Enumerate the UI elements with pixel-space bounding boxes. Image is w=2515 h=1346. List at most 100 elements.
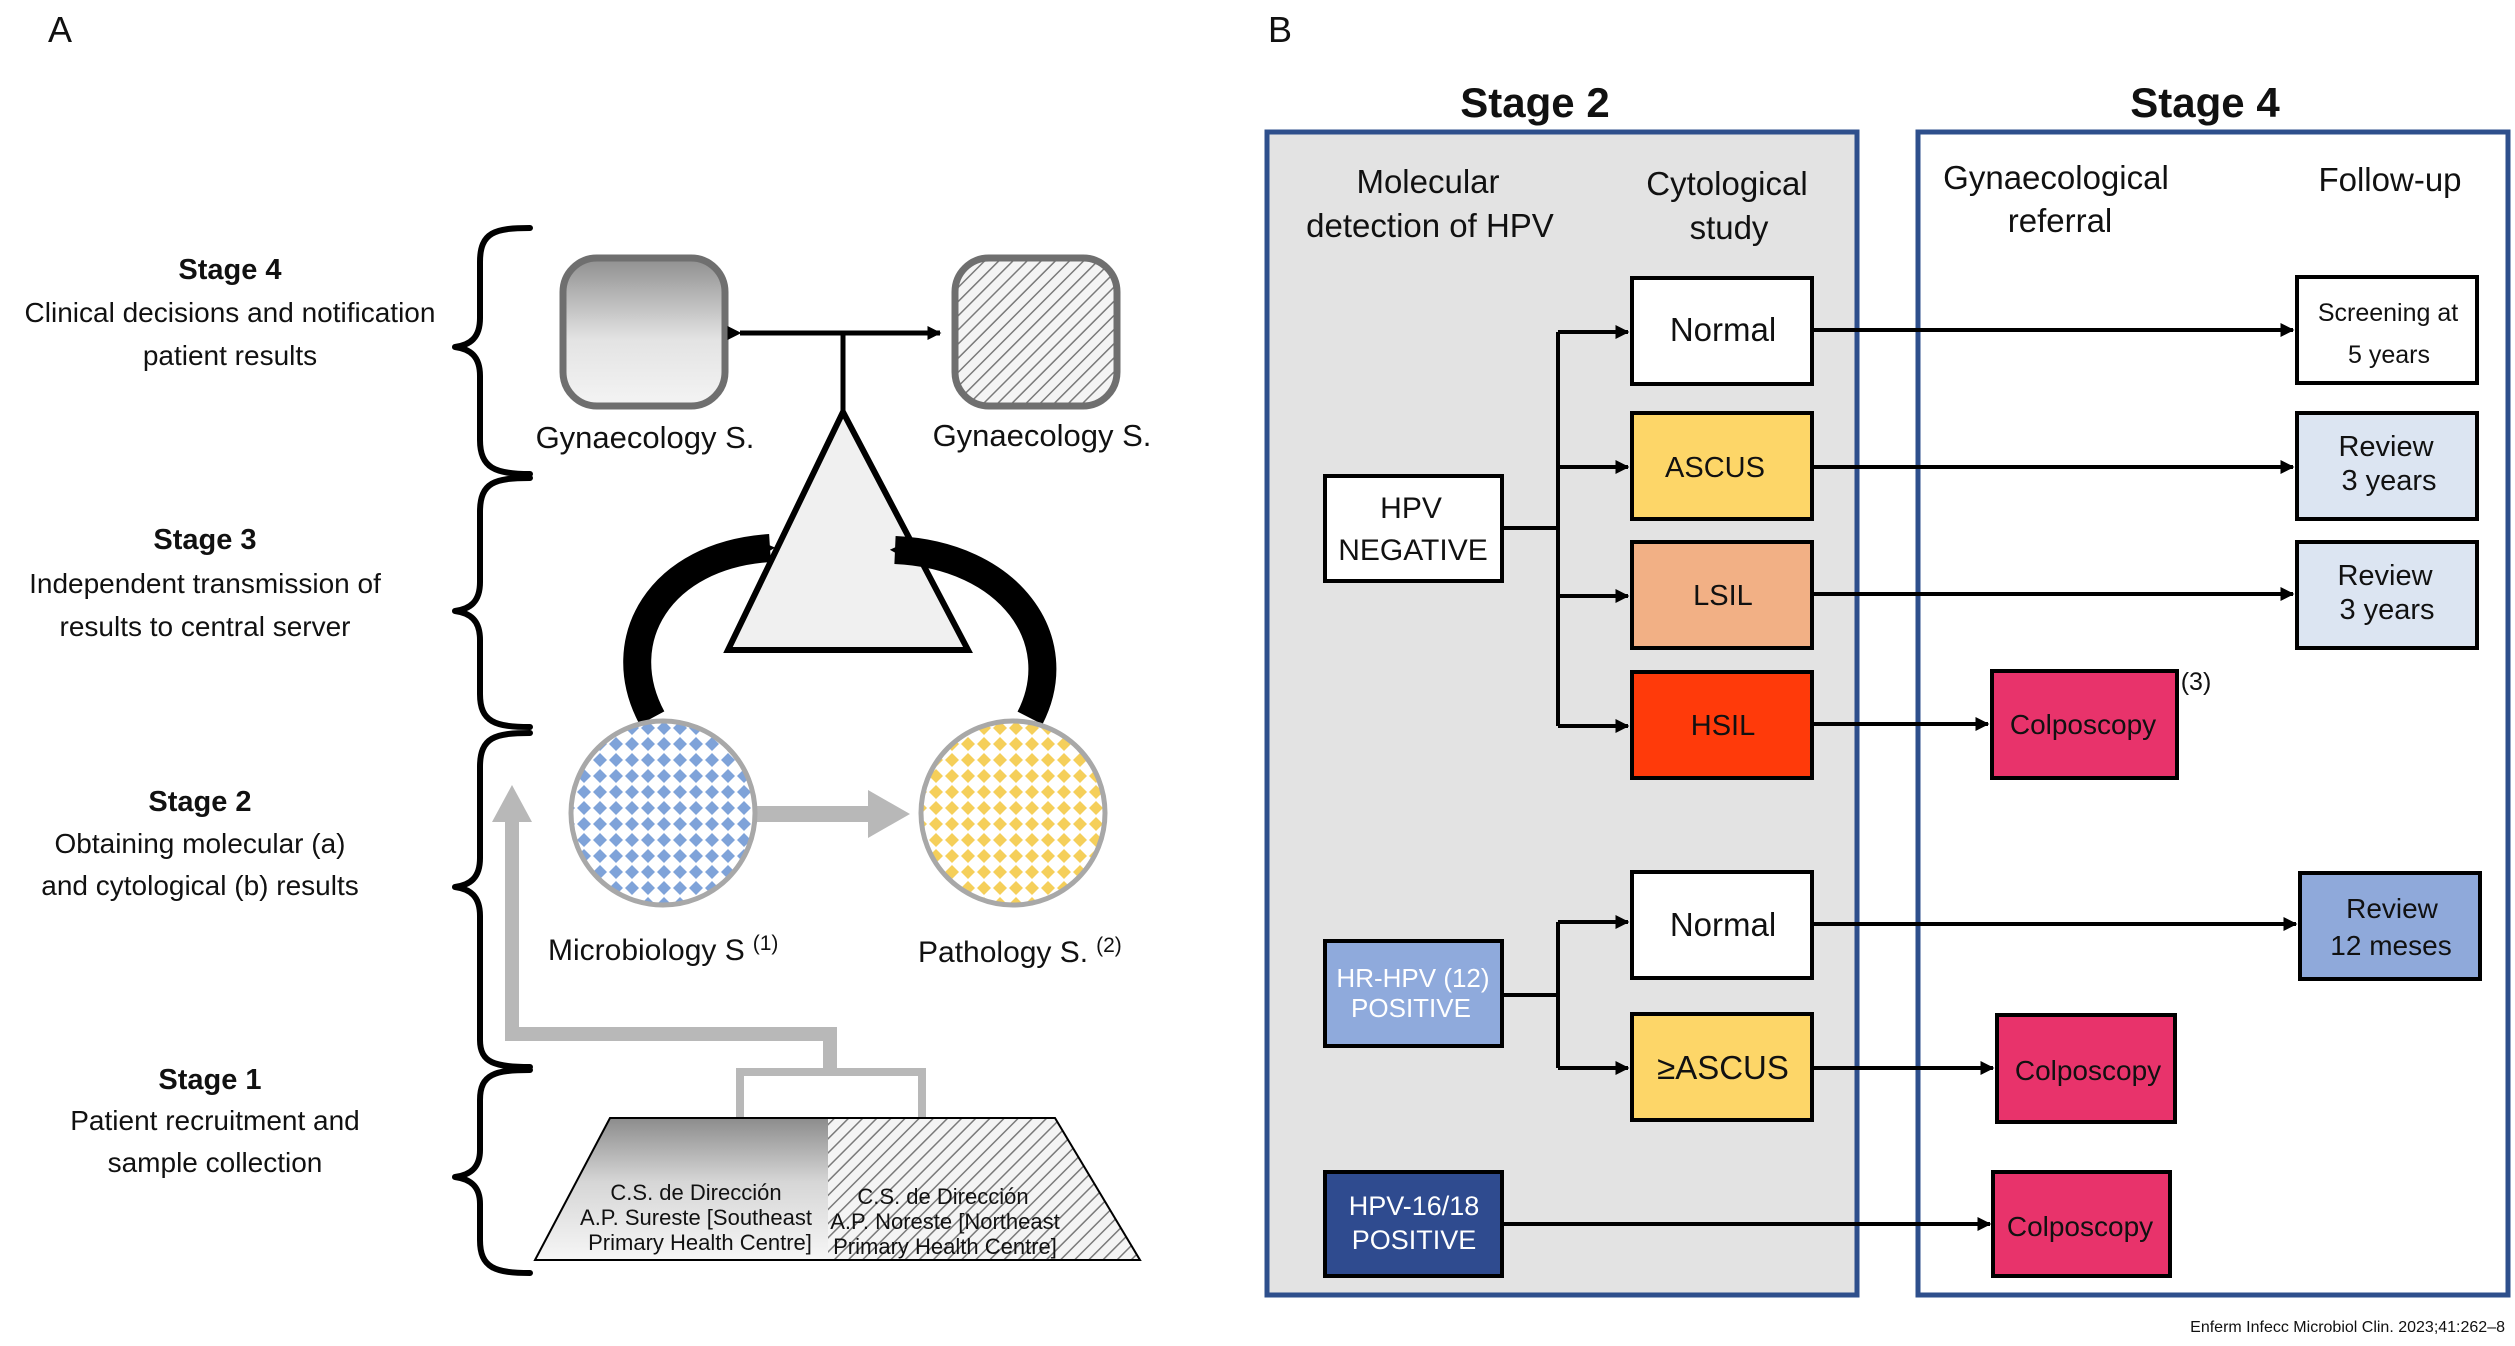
- screening-line-2: 5 years: [2348, 341, 2430, 369]
- stage-1-line-1: Patient recruitment and: [70, 1105, 360, 1136]
- stage-2-line-2: and cytological (b) results: [41, 870, 358, 901]
- stage-3-title: Stage 3: [153, 524, 256, 556]
- pathology-label: Pathology S. (2): [918, 934, 1122, 969]
- col-cytological-line-2: study: [1690, 209, 1769, 246]
- transmission-arrow-right: [889, 536, 1057, 725]
- sample-flow-lines: [505, 818, 926, 1118]
- transmission-arrow-left: [623, 534, 776, 725]
- review-12-line-2: 12 meses: [2330, 930, 2451, 961]
- citation: Enferm Infecc Microbiol Clin. 2023;41:26…: [2190, 1319, 2505, 1336]
- gynaecology-right-box: [951, 254, 1121, 410]
- review-12-box: [2298, 871, 2482, 981]
- stage-2-heading: Stage 2: [1460, 79, 1609, 126]
- hpv-negative-box: [1323, 474, 1504, 583]
- cyto-hsil-box: [1630, 670, 1814, 780]
- stage-3-line-1: Independent transmission of: [29, 568, 381, 599]
- microbiology-circle: [568, 718, 758, 908]
- stage-braces: [452, 225, 533, 1276]
- hr-hpv-box: [1323, 939, 1504, 1048]
- stage-4-title: Stage 4: [178, 254, 281, 286]
- stage-4-label: Stage 4 Clinical decisions and notificat…: [25, 254, 436, 371]
- cyto-normal-2-label: Normal: [1670, 906, 1776, 943]
- pathology-text: Pathology S.: [918, 936, 1088, 969]
- colposcopy-2-label: Colposcopy: [2015, 1055, 2161, 1086]
- review-2-line-2: 3 years: [2339, 594, 2434, 626]
- hpv-negative-line-2: NEGATIVE: [1338, 534, 1487, 567]
- health-centres: C.S. de Dirección A.P. Sureste [Southeas…: [533, 1117, 1142, 1261]
- gynaecology-left-label: Gynaecology S.: [536, 420, 755, 455]
- southeast-centre-line-1: C.S. de Dirección: [610, 1180, 781, 1205]
- flow-connectors: [1502, 323, 2298, 1231]
- cyto-normal-1-label: Normal: [1670, 311, 1776, 348]
- stage-2-label: Stage 2 Obtaining molecular (a) and cyto…: [41, 786, 358, 901]
- cyto-lsil-box: [1630, 540, 1814, 650]
- pathology-circle: [918, 718, 1108, 908]
- hpv-1618-line-1: HPV-16/18: [1349, 1191, 1480, 1221]
- hpv-1618-line-2: POSITIVE: [1352, 1225, 1477, 1255]
- stage-1-line-2: sample collection: [108, 1147, 323, 1178]
- col-molecular-line-1: Molecular: [1356, 163, 1499, 200]
- stage-2-line-1: Obtaining molecular (a): [54, 828, 345, 859]
- microbiology-label: Microbiology S (1): [548, 932, 778, 967]
- central-server-triangle: [723, 405, 973, 653]
- sample-flow-arrowhead: [492, 785, 532, 822]
- brace-stage-1: [452, 1067, 533, 1276]
- micro-to-path-arrowhead: [868, 790, 910, 838]
- cyto-hsil-label: HSIL: [1691, 710, 1755, 742]
- col-molecular-line-2: detection of HPV: [1306, 207, 1554, 244]
- colposcopy-1-label: Colposcopy: [2010, 709, 2156, 740]
- colposcopy-1-note: (3): [2181, 668, 2212, 696]
- southeast-centre-line-2: A.P. Sureste [Southeast: [580, 1205, 812, 1230]
- panel-a-letter: A: [48, 9, 72, 50]
- review-2-line-1: Review: [2337, 560, 2433, 592]
- stage-3-label: Stage 3 Independent transmission of resu…: [29, 524, 381, 642]
- brace-stage-4: [452, 225, 533, 477]
- micro-to-path-arrow-shaft: [752, 806, 872, 822]
- screening-line-1: Screening at: [2318, 299, 2458, 327]
- brace-stage-2: [452, 730, 533, 1070]
- stage-3-line-2: results to central server: [60, 611, 351, 642]
- col-referral-line-2: referral: [2008, 202, 2113, 239]
- colposcopy-3-label: Colposcopy: [2007, 1211, 2153, 1242]
- pathology-superscript: (2): [1096, 934, 1122, 957]
- hpv-negative-line-1: HPV: [1380, 492, 1442, 525]
- cyto-normal-2-box: [1630, 870, 1814, 980]
- review-1-line-1: Review: [2338, 431, 2434, 463]
- microbiology-text: Microbiology S: [548, 934, 745, 967]
- col-cytological-line-1: Cytological: [1646, 165, 1807, 202]
- review-2-box: [2295, 540, 2479, 650]
- colposcopy-2-box: [1995, 1013, 2177, 1124]
- review-1-line-2: 3 years: [2341, 465, 2436, 497]
- stage-1-label: Stage 1 Patient recruitment and sample c…: [70, 1064, 360, 1178]
- microbiology-superscript: (1): [753, 932, 779, 955]
- panel-b-letter: B: [1268, 9, 1292, 50]
- northeast-centre-line-1: C.S. de Dirección: [857, 1184, 1028, 1209]
- review-1-box: [2295, 411, 2479, 521]
- hr-hpv-line-2: POSITIVE: [1351, 993, 1471, 1023]
- screening-box: [2295, 275, 2479, 385]
- brace-stage-3: [452, 475, 533, 730]
- hpv-1618-box: [1323, 1170, 1504, 1278]
- stage-1-title: Stage 1: [158, 1064, 261, 1096]
- northeast-centre-shape: [828, 1118, 1140, 1260]
- colposcopy-1-box: [1990, 669, 2179, 780]
- gynaecology-left-box: [559, 254, 729, 410]
- col-followup: Follow-up: [2318, 161, 2461, 198]
- colposcopy-3-box: [1991, 1170, 2172, 1278]
- cyto-normal-1-box: [1630, 276, 1814, 386]
- cyto-ge-ascus-box: [1630, 1012, 1814, 1122]
- panel-a: A Stage 4 Clinical decisions and notific…: [25, 9, 1151, 1276]
- centres-outline: [533, 1117, 1142, 1261]
- sample-flow-centres: [736, 1068, 926, 1118]
- cyto-ascus-box: [1630, 411, 1814, 521]
- stage-4-line-2: patient results: [143, 340, 317, 371]
- southeast-centre-line-3: Primary Health Centre]: [588, 1230, 812, 1255]
- cyto-lsil-label: LSIL: [1693, 580, 1753, 612]
- sample-flow-main: [505, 818, 837, 1072]
- col-referral-line-1: Gynaecological: [1943, 159, 2169, 196]
- northeast-centre-line-2: A.P. Noreste [Northeast: [830, 1209, 1060, 1234]
- northeast-centre-line-3: Primary Health Centre]: [833, 1234, 1057, 1259]
- hr-hpv-line-1: HR-HPV (12): [1336, 963, 1489, 993]
- cyto-ge-ascus-label: ≥ASCUS: [1657, 1049, 1789, 1086]
